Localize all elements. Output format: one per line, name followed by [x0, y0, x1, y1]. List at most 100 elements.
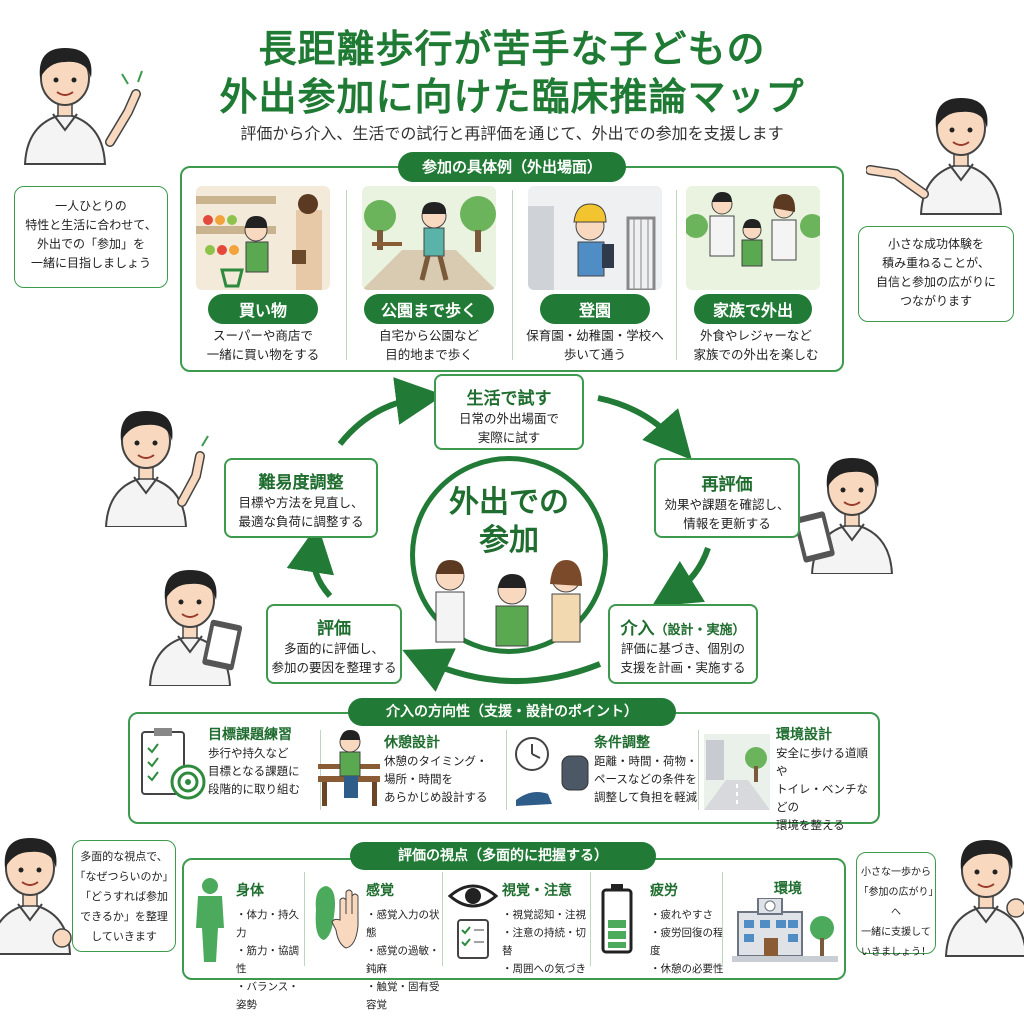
perspective-desc: ・感覚入力の状態 [366, 909, 440, 939]
presenter-pointing-left [105, 410, 209, 527]
direction-desc: 場所・時間を [384, 772, 453, 786]
divider [304, 872, 305, 966]
presenter-clipboard-right [793, 457, 893, 574]
bubble-line: 一緒に支援して [861, 927, 931, 938]
node-desc: 情報を更新する [683, 516, 771, 531]
speech-bubble-bottom-right: 小さな一歩から 「参加の広がり」へ 一緒に支援して いきましょう！ [856, 852, 936, 958]
bubble-line: 一人ひとりの [55, 199, 127, 213]
center-label-line1: 外出での [449, 485, 569, 520]
node-desc: 実際に試す [477, 430, 541, 445]
node-title: 評価 [317, 619, 351, 639]
divider [442, 872, 443, 966]
direction-desc: 安全に歩ける道順や [776, 746, 868, 778]
perspective-title: 身体 [236, 883, 264, 899]
example-desc-shopping: スーパーや商店で 一緒に買い物をする [188, 326, 338, 364]
desc-line: 歩いて通う [563, 347, 627, 362]
direction-desc: 調整して負担を軽減 [594, 790, 698, 804]
direction-desc: トイレ・ベンチなどの [776, 782, 868, 814]
foot-hand-sensory-icon [315, 886, 359, 949]
page-title-line1: 長距離歩行が苦手な子どもの [258, 27, 766, 71]
cycle-node-try-in-life: 生活で試す 日常の外出場面で 実際に試す [434, 374, 584, 450]
perspective-desc: ・視覚認知・注視 [502, 909, 586, 921]
bubble-line: 「参加の広がり」へ [858, 887, 934, 918]
park-walk-scene-image [362, 186, 496, 290]
speech-bubble-top-left: 一人ひとりの 特性と生活に合わせて、 外出での「参加」を 一緒に目指しましょう [14, 186, 168, 288]
perspective-body: 身体 ・体力・持久力 ・筋力・協調性 ・バランス・姿勢 [236, 880, 302, 1014]
desc-line: 一緒に買い物をする [206, 347, 320, 362]
perspective-desc: ・疲労回復の程度 [650, 927, 724, 957]
direction-title: 目標課題練習 [208, 727, 292, 743]
divider [676, 190, 677, 360]
perspective-desc: ・体力・持久力 [236, 909, 299, 939]
node-title: 再評価 [701, 475, 753, 495]
perspective-desc: ・休憩の必要性 [650, 963, 724, 975]
desc-line: 外食やレジャーなど [700, 328, 812, 343]
perspectives-heading: 評価の視点（多面的に把握する） [350, 842, 656, 870]
battery-fatigue-icon [601, 884, 633, 954]
example-label-park: 公園まで歩く [364, 294, 494, 324]
direction-desc: 段階的に取り組む [208, 782, 300, 796]
family-outing-scene-image [686, 186, 820, 290]
bubble-line: 小さな成功体験を [887, 237, 984, 251]
divider [346, 190, 347, 360]
direction-desc: あらかじめ設計する [384, 790, 488, 804]
eye-checklist-icon [448, 884, 498, 959]
bubble-line: 一緒に目指しましょう [30, 256, 151, 270]
direction-goal-task-practice: 目標課題練習 歩行や持久など 目標となる課題に 段階的に取り組む [208, 724, 318, 798]
presenter-pointing-top-left [24, 47, 143, 165]
perspective-desc: ・感覚の過敏・鈍麻 [366, 945, 440, 975]
bubble-line: 「なぜつらいのか」 [74, 870, 174, 883]
direction-desc: 歩行や持久など [208, 746, 289, 760]
clipboard-target-icon [141, 728, 206, 800]
example-label-family: 家族で外出 [694, 294, 812, 324]
cycle-node-difficulty-adjust: 難易度調整 目標や方法を見直し、 最適な負荷に調整する [224, 458, 378, 538]
desc-line: 目的地まで歩く [385, 347, 473, 362]
school-commute-scene-image [528, 186, 662, 290]
bubble-line: いきましょう！ [861, 947, 931, 958]
bubble-line: 積み重ねることが、 [882, 256, 990, 270]
body-figure-icon [196, 878, 224, 962]
node-title: 難易度調整 [258, 473, 344, 493]
bubble-line: 自信と参加の広がりに [875, 275, 996, 289]
direction-desc: 環境を整える [776, 818, 845, 832]
node-title: 介入（設計・実施） [610, 614, 756, 639]
cycle-node-intervention: 介入（設計・実施） 評価に基づき、個別の 支援を計画・実施する [608, 604, 758, 684]
direction-environment-design: 環境設計 安全に歩ける道順や トイレ・ベンチなどの 環境を整える [776, 724, 874, 834]
node-desc: 最適な負荷に調整する [238, 514, 364, 529]
street-environment-icon [704, 734, 770, 810]
children-illustration [435, 560, 582, 647]
node-desc: 支援を計画・実施する [620, 660, 746, 675]
direction-rest-design: 休憩設計 休憩のタイミング・ 場所・時間を あらかじめ設計する [384, 732, 496, 806]
perspective-fatigue: 疲労 ・疲れやすさ ・疲労回復の程度 ・休憩の必要性 [650, 880, 724, 978]
direction-desc: ペースなどの条件を [594, 772, 697, 786]
bubble-line: していきます [91, 930, 157, 943]
cycle-node-evaluation: 評価 多面的に評価し、 参加の要因を整理する [266, 604, 402, 684]
perspective-title: 視覚・注意 [502, 883, 572, 899]
desc-line: 自宅から公園など [378, 328, 479, 343]
bubble-line: 特性と生活に合わせて、 [25, 218, 157, 232]
direction-desc: 休憩のタイミング・ [384, 754, 488, 768]
desc-line: 家族での外出を楽しむ [693, 347, 819, 362]
bubble-line: できるか」を整理 [80, 910, 168, 923]
direction-title: 休憩設計 [384, 735, 440, 751]
perspective-desc: ・触覚・固有受容覚 [366, 981, 440, 1011]
bubble-line: 多面的な視点で、 [80, 850, 168, 863]
direction-desc: 目標となる課題に [208, 764, 300, 778]
example-label-shopping: 買い物 [208, 294, 318, 324]
perspective-desc: ・周囲への気づき [502, 963, 586, 975]
page-subtitle: 評価から介入、生活での試行と再評価を通じて、外出での参加を支援します [240, 124, 784, 143]
divider [722, 872, 723, 966]
node-desc: 効果や課題を確認し、 [664, 497, 790, 512]
direction-title: 条件調整 [594, 735, 650, 751]
example-label-school: 登園 [540, 294, 650, 324]
cycle-node-reevaluation: 再評価 効果や課題を確認し、 情報を更新する [654, 458, 800, 538]
node-desc: 評価に基づき、個別の [620, 641, 746, 656]
bubble-line: 小さな一歩から [861, 867, 931, 878]
perspective-desc: ・筋力・協調性 [236, 945, 299, 975]
speech-bubble-top-right: 小さな成功体験を 積み重ねることが、 自信と参加の広がりに つながります [858, 226, 1014, 322]
node-desc: 参加の要因を整理する [271, 660, 397, 675]
example-desc-park: 自宅から公園など 目的地まで歩く [352, 326, 506, 364]
perspective-title: 感覚 [366, 883, 394, 899]
node-title-sub: （設計・実施） [654, 623, 746, 638]
perspective-desc: ・バランス・姿勢 [236, 981, 299, 1011]
